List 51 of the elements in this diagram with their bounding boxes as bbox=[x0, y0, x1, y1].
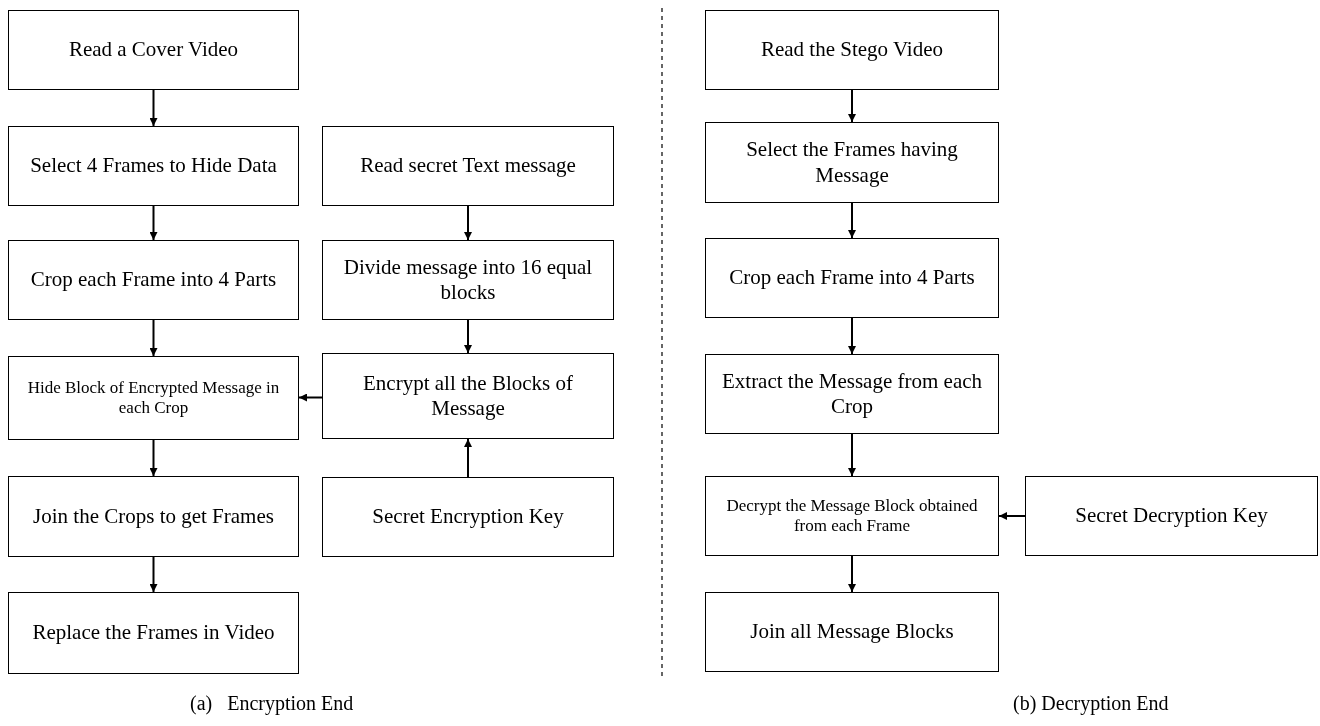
process-box bbox=[8, 592, 299, 674]
arrow bbox=[298, 393, 323, 402]
box-text: Encrypt all the Blocks of Message bbox=[362, 370, 574, 422]
box-text: Read secret Text message bbox=[360, 153, 576, 179]
process-box bbox=[8, 476, 299, 557]
box-text: Hide Block of Encrypted Message in each Crop bbox=[26, 377, 281, 419]
arrow bbox=[464, 438, 472, 478]
process-box bbox=[8, 10, 299, 90]
box-text: Select the Frames having Message bbox=[745, 137, 959, 188]
box-text: Join the Crops to get Frames bbox=[33, 503, 274, 530]
process-box bbox=[1025, 476, 1318, 556]
process-box bbox=[8, 126, 299, 206]
box-text: Decrypt the Message Block obtained from each Frame bbox=[725, 495, 979, 537]
process-box bbox=[705, 354, 999, 434]
process-box bbox=[322, 353, 614, 439]
arrow bbox=[149, 319, 158, 357]
arrow bbox=[149, 439, 158, 477]
arrow bbox=[848, 317, 856, 355]
arrow bbox=[464, 319, 472, 354]
sub-caption: (b) Decryption End bbox=[1013, 692, 1169, 715]
arrow bbox=[848, 89, 856, 123]
arrow bbox=[149, 205, 158, 241]
box-text: Join all Message Blocks bbox=[750, 619, 954, 645]
process-box bbox=[705, 592, 999, 672]
arrow bbox=[149, 556, 158, 593]
arrow bbox=[848, 555, 856, 593]
arrow bbox=[149, 89, 158, 127]
process-box bbox=[8, 356, 299, 440]
box-text: Secret Encryption Key bbox=[372, 504, 564, 530]
process-box bbox=[705, 122, 999, 203]
arrow bbox=[848, 202, 856, 239]
process-box bbox=[8, 240, 299, 320]
box-text: Select 4 Frames to Hide Data bbox=[30, 153, 277, 179]
process-box bbox=[322, 126, 614, 206]
box-text: Crop each Frame into 4 Parts bbox=[729, 265, 975, 291]
box-text: Extract the Message from each Crop bbox=[720, 368, 984, 420]
process-box bbox=[322, 477, 614, 557]
arrow bbox=[998, 512, 1026, 520]
box-text: Secret Decryption Key bbox=[1075, 503, 1268, 529]
arrow bbox=[848, 433, 856, 477]
box-text: Read the Stego Video bbox=[760, 37, 944, 63]
box-text: Crop each Frame into 4 Parts bbox=[30, 267, 277, 293]
process-box bbox=[705, 476, 999, 556]
process-box bbox=[705, 10, 999, 90]
arrow bbox=[464, 205, 472, 241]
process-box bbox=[705, 238, 999, 318]
box-text: Divide message into 16 equal blocks bbox=[342, 254, 594, 306]
box-text: Replace the Frames in Video bbox=[32, 620, 275, 646]
process-box bbox=[322, 240, 614, 320]
box-text: Read a Cover Video bbox=[68, 37, 239, 63]
sub-caption: (a) Encryption End bbox=[190, 692, 354, 715]
